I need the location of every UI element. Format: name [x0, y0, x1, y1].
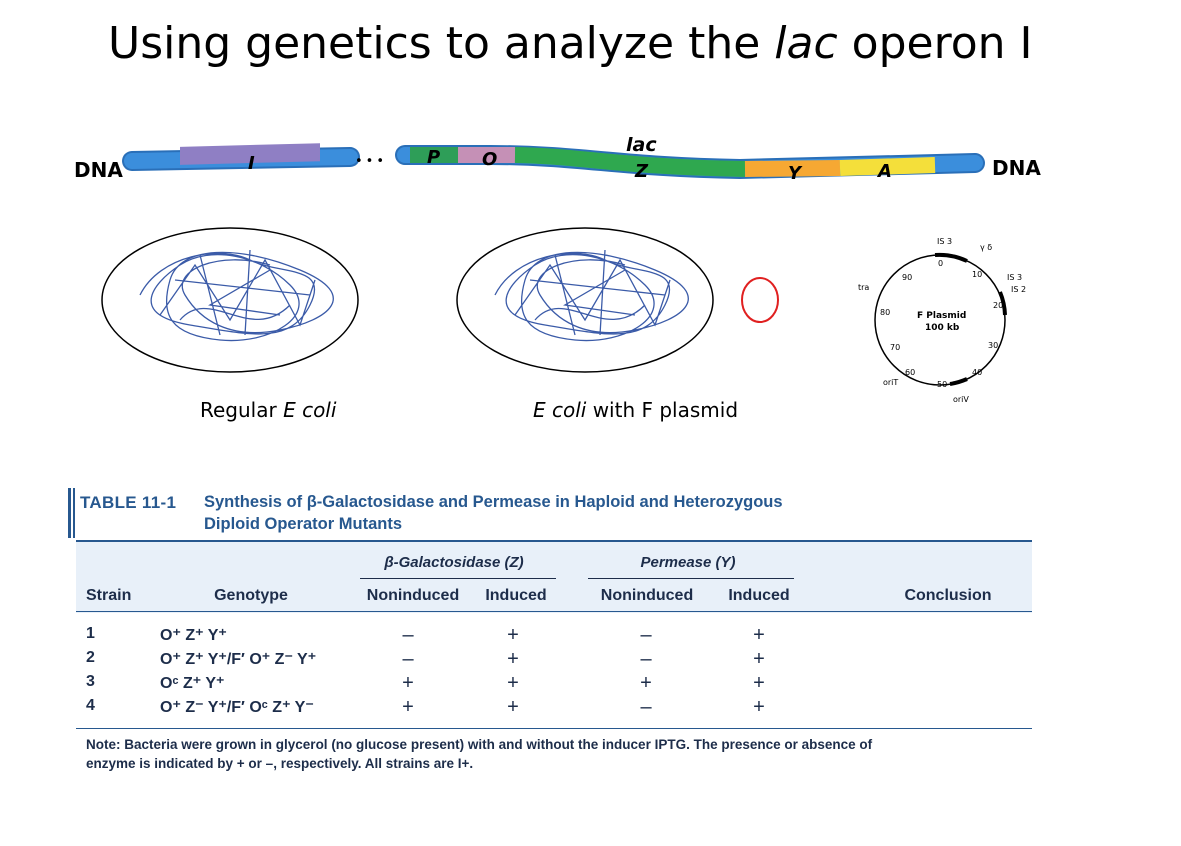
- table-note: Note: Bacteria were grown in glycerol (n…: [86, 737, 873, 771]
- row2-y-noninduced: –: [640, 648, 652, 670]
- label-orit: oriT: [883, 378, 898, 387]
- row2-genotype: O⁺ Z⁺ Y⁺/F′ O⁺ Z⁻ Y⁺: [160, 651, 317, 668]
- table-label: TABLE 11-1: [80, 493, 177, 512]
- row1-genotype: O⁺ Z⁺ Y⁺: [160, 627, 227, 644]
- f-plasmid-circle: [741, 277, 779, 323]
- tick-0: 0: [938, 259, 943, 268]
- col-header-y-induced: Induced: [728, 587, 790, 604]
- row1-y-noninduced: –: [640, 624, 652, 646]
- tick-80: 80: [880, 308, 890, 317]
- gene-O-label: O: [482, 149, 497, 170]
- table-11-1: TABLE 11-1 Synthesis of β-Galactosidase …: [68, 488, 1032, 778]
- fplasmid-ecoli-cell: [456, 227, 714, 373]
- table-caption: Synthesis of β-Galactosidase and Permeas…: [204, 493, 783, 533]
- ellipsis: •••: [355, 154, 387, 169]
- row4-y-induced: +: [753, 696, 765, 718]
- tick-20: 20: [993, 301, 1003, 310]
- chromosome-tangle: [139, 249, 334, 342]
- gene-Z: [514, 147, 746, 177]
- row4-z-noninduced: +: [402, 696, 414, 718]
- label-oriv: oriV: [953, 395, 969, 404]
- col-header-z-induced: Induced: [485, 587, 547, 604]
- row3-genotype: Oᶜ Z⁺ Y⁺: [160, 675, 225, 692]
- label-is3-right: IS 3: [1007, 273, 1022, 282]
- lac-operon-diagram: DNA I ••• P O lac Z Y A DNA: [74, 134, 1041, 184]
- slide-title: Using genetics to analyze the lac operon…: [108, 18, 1033, 69]
- col-header-conclusion: Conclusion: [904, 587, 992, 604]
- gene-Y: [744, 160, 841, 177]
- row4-genotype: O⁺ Z⁻ Y⁺/F′ Oᶜ Z⁺ Y⁻: [160, 699, 314, 716]
- col-header-genotype: Genotype: [214, 587, 288, 604]
- tick-40: 40: [972, 368, 982, 377]
- label-tra: tra: [858, 283, 869, 292]
- col-header-y-noninduced: Noninduced: [600, 587, 694, 604]
- row1-y-induced: +: [753, 624, 765, 646]
- row4-y-noninduced: –: [640, 696, 652, 718]
- col-header-z-noninduced: Noninduced: [366, 587, 460, 604]
- gene-P-label: P: [427, 147, 440, 168]
- col-header-strain: Strain: [86, 587, 132, 604]
- gene-A-label: A: [876, 161, 892, 182]
- row3-z-induced: +: [507, 672, 519, 694]
- row2-y-induced: +: [753, 648, 765, 670]
- gene-Y-label: Y: [788, 163, 803, 184]
- tick-50: 50: [937, 380, 947, 389]
- plasmid-size: 100 kb: [925, 323, 960, 333]
- row2-z-noninduced: –: [402, 648, 414, 670]
- regular-ecoli-cell: [101, 227, 359, 373]
- dna-right-label: DNA: [992, 156, 1041, 180]
- row4-z-induced: +: [507, 696, 519, 718]
- row2-strain: 2: [86, 649, 95, 666]
- row3-strain: 3: [86, 673, 95, 690]
- chromosome-tangle-2: [494, 249, 689, 342]
- tick-10: 10: [972, 270, 982, 279]
- row1-z-induced: +: [507, 624, 519, 646]
- label-is3-top: IS 3: [937, 237, 952, 246]
- row1-strain: 1: [86, 625, 95, 642]
- tick-60: 60: [905, 368, 915, 377]
- label-is2: IS 2: [1011, 285, 1026, 294]
- gene-Z-label: Z: [634, 161, 649, 182]
- gene-A: [839, 157, 936, 176]
- row3-z-noninduced: +: [402, 672, 414, 694]
- row3-y-noninduced: +: [640, 672, 652, 694]
- gene-I: [180, 143, 320, 165]
- row1-z-noninduced: –: [402, 624, 414, 646]
- table-header-band: [76, 540, 1032, 613]
- tick-70: 70: [890, 343, 900, 352]
- ecoli-cells: [101, 227, 779, 373]
- row4-strain: 4: [86, 697, 95, 714]
- gene-I-label: I: [248, 153, 255, 174]
- row3-y-induced: +: [753, 672, 765, 694]
- group-header-galactosidase: β-Galactosidase (Z): [384, 554, 524, 571]
- tick-30: 30: [988, 341, 998, 350]
- label-gamma-delta: γ δ: [980, 243, 992, 252]
- dna-left-label: DNA: [74, 158, 123, 182]
- regular-ecoli-caption: Regular E coli: [200, 398, 337, 422]
- f-plasmid-map: F Plasmid 100 kb 0 10 20 30 40 50 60 70 …: [858, 237, 1026, 404]
- tick-90: 90: [902, 273, 912, 282]
- fplasmid-ecoli-caption: E coli with F plasmid: [533, 398, 739, 422]
- group-header-permease: Permease (Y): [640, 554, 736, 571]
- plasmid-title: F Plasmid: [917, 311, 966, 321]
- lac-label: lac: [626, 134, 657, 156]
- row2-z-induced: +: [507, 648, 519, 670]
